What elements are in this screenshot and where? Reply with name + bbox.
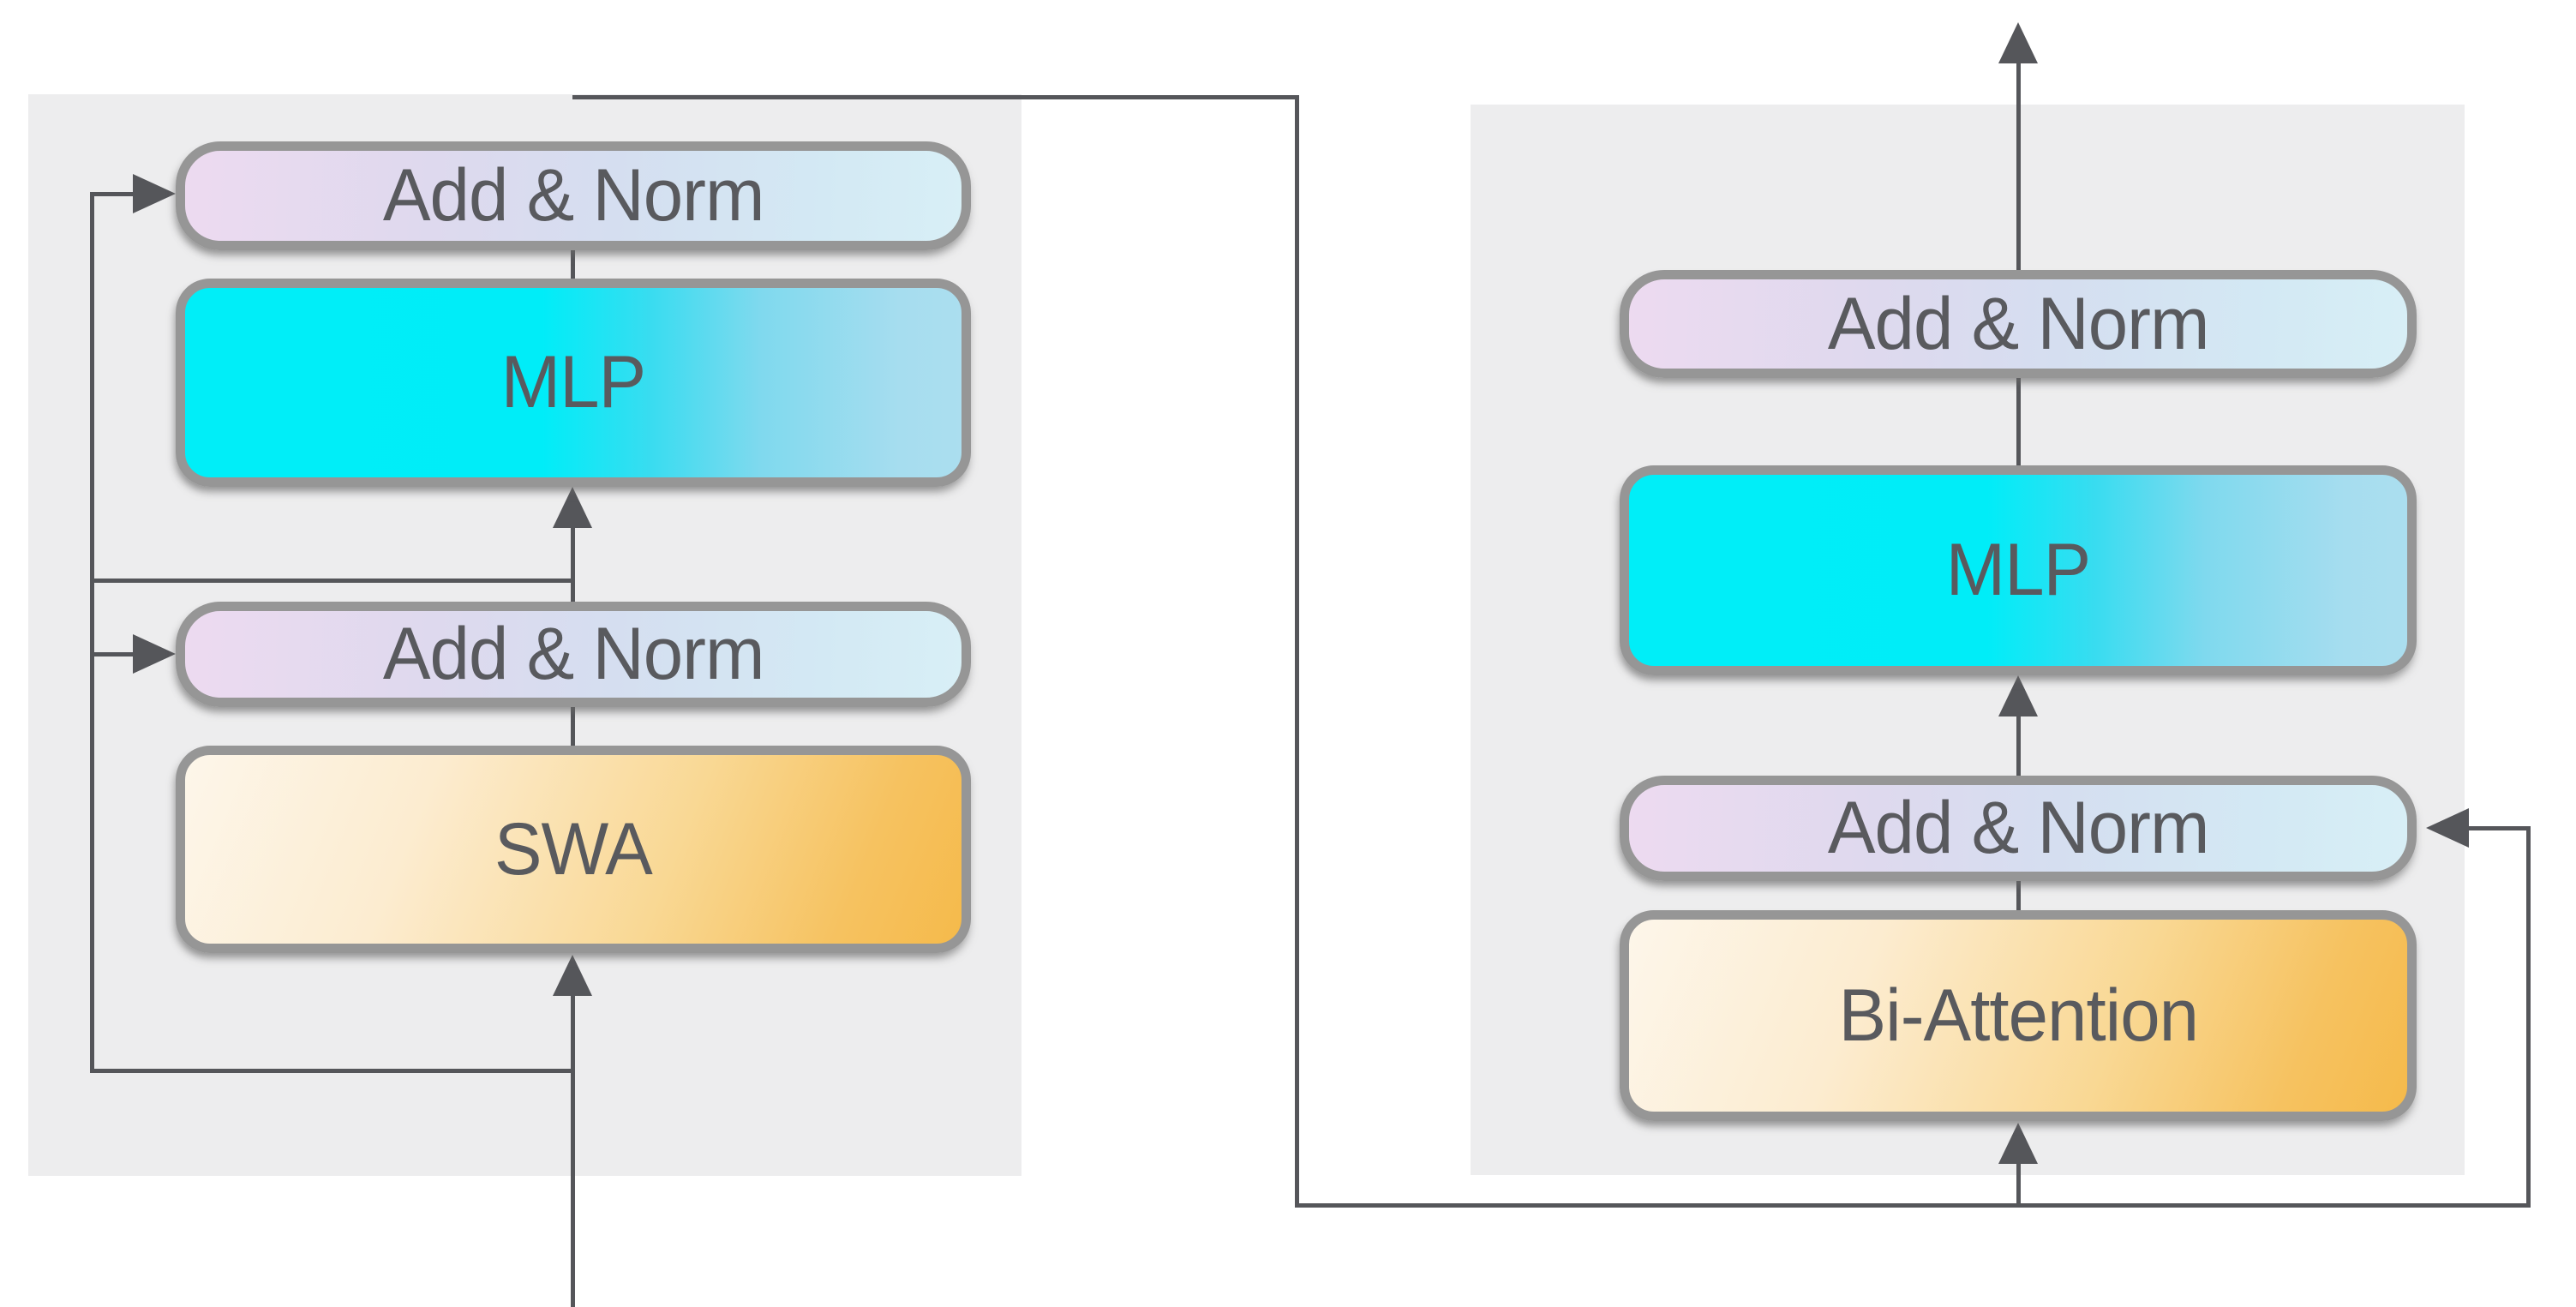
cross-connector-top-horizontal <box>572 95 1299 99</box>
left-residual-branch-lower <box>90 1069 572 1073</box>
left-residual-stub-lower <box>90 652 135 656</box>
arrow-up-icon <box>1998 22 2038 63</box>
left-add-norm-lower: Add & Norm <box>176 602 971 707</box>
arrow-up-icon <box>553 487 592 528</box>
left-add-norm-upper: Add & Norm <box>176 141 971 250</box>
right-add-norm-lower-label: Add & Norm <box>1827 787 2210 869</box>
right-input-line <box>2016 1162 2021 1205</box>
left-swa-to-addnorm-line <box>571 705 575 747</box>
left-add-norm-lower-label: Add & Norm <box>382 613 765 695</box>
right-residual-stub <box>2466 826 2531 830</box>
left-addnorm-to-mlp-line <box>571 526 575 603</box>
right-add-norm-upper-label: Add & Norm <box>1827 282 2210 365</box>
arrow-up-icon <box>1998 675 2038 716</box>
left-add-norm-upper-label: Add & Norm <box>382 154 765 237</box>
left-residual-stub-upper <box>90 192 135 196</box>
cross-connector-vertical <box>1295 95 1299 1208</box>
arrow-right-icon <box>133 174 176 213</box>
left-mlp-block: MLP <box>176 279 971 487</box>
arrow-left-icon <box>2426 808 2469 848</box>
arrow-up-icon <box>1998 1123 2038 1164</box>
right-addnorm-to-mlp-line <box>2016 715 2021 777</box>
arrow-right-icon <box>133 634 176 674</box>
right-add-norm-lower: Add & Norm <box>1620 776 2417 881</box>
left-swa-label: SWA <box>494 807 653 890</box>
arrow-up-icon <box>553 955 592 996</box>
right-attn-to-addnorm-line <box>2016 879 2021 912</box>
cross-connector-bottom-horizontal <box>1295 1203 2531 1208</box>
right-bi-attention-label: Bi-Attention <box>1838 974 2199 1057</box>
left-residual-vertical <box>90 192 94 1073</box>
left-mlp-label: MLP <box>500 341 647 423</box>
right-bi-attention-block: Bi-Attention <box>1620 910 2417 1121</box>
left-mlp-to-addnorm-line <box>571 247 575 280</box>
right-mlp-to-addnorm-line <box>2016 376 2021 467</box>
left-swa-block: SWA <box>176 746 971 953</box>
left-residual-branch-upper <box>90 579 572 583</box>
left-input-line <box>571 996 575 1307</box>
right-residual-vertical <box>2526 826 2531 1208</box>
right-mlp-block: MLP <box>1620 465 2417 675</box>
right-mlp-label: MLP <box>1945 529 2092 611</box>
right-output-line <box>2016 63 2021 272</box>
right-add-norm-upper: Add & Norm <box>1620 270 2417 378</box>
